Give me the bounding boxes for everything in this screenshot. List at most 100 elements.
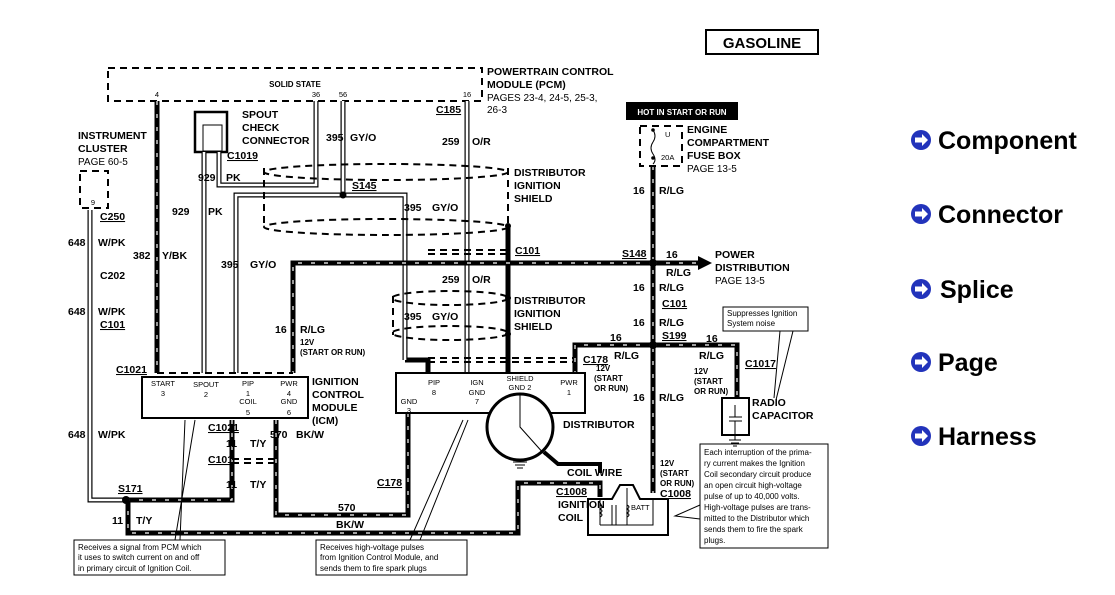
- engine-compartment-fuse-box[interactable]: [639, 125, 683, 167]
- splice-s148[interactable]: [649, 259, 657, 267]
- connector-c101[interactable]: C101: [662, 298, 687, 310]
- distributor-pin-label: IGN: [470, 378, 483, 387]
- legend-label: Harness: [938, 423, 1037, 451]
- wire-color-label: R/LG: [659, 282, 684, 294]
- connector-c178-link: [428, 357, 575, 363]
- note-text: pulse of up to 40,000 volts.: [704, 492, 800, 501]
- wire-color-label: GY/O: [432, 202, 458, 214]
- note-text: Receives a signal from PCM which: [78, 543, 202, 552]
- note-text: Each interruption of the prima-: [704, 448, 812, 457]
- instrument-cluster[interactable]: [79, 170, 109, 209]
- power-distribution-page-link[interactable]: PAGE 13-5: [715, 276, 765, 287]
- legend-item-connector[interactable]: Connector: [911, 201, 1063, 229]
- splice-s145[interactable]: [339, 191, 347, 199]
- wire-circuit-label: 929: [198, 172, 216, 184]
- connector-c101[interactable]: C101: [515, 245, 540, 257]
- note-text: System noise: [727, 319, 776, 328]
- legend-item-harness[interactable]: Harness: [911, 423, 1037, 451]
- ignition-control-module[interactable]: [141, 376, 309, 419]
- wire-11[interactable]: [125, 420, 603, 536]
- pcm-pin: 56: [339, 90, 347, 99]
- voltage-label: (START: [694, 377, 723, 386]
- wire-color-label: BK/W: [336, 519, 364, 531]
- splice-s199[interactable]: [649, 341, 657, 349]
- instrument-cluster-label: INSTRUMENT: [78, 130, 147, 142]
- distributor-pin-label: GND: [469, 388, 486, 397]
- icm-pin-number: 1: [246, 389, 250, 398]
- splice-s199-label[interactable]: S199: [662, 330, 687, 342]
- legend-item-splice[interactable]: Splice: [911, 276, 1014, 304]
- legend-label: Component: [938, 127, 1078, 155]
- splice-s148-label[interactable]: S148: [622, 248, 647, 260]
- radio-capacitor-label: RADIO: [752, 397, 786, 409]
- connector-c250[interactable]: C250: [100, 211, 125, 223]
- note-text: an open circuit high-voltage: [704, 481, 802, 490]
- splice-s171-label[interactable]: S171: [118, 483, 143, 495]
- instrument-cluster-page-link[interactable]: PAGE 60-5: [78, 157, 128, 168]
- icm-pin-number: 5: [246, 408, 250, 417]
- pcm[interactable]: SOLID STATE 4 36 56 16: [107, 67, 483, 102]
- connector-c202[interactable]: C202: [100, 270, 125, 282]
- pcm-inner-label: SOLID STATE: [269, 80, 321, 89]
- note-text: ry current makes the Ignition: [704, 459, 805, 468]
- wire-color-label: R/LG: [300, 324, 325, 336]
- wire-color-label: R/LG: [666, 267, 691, 279]
- connector-c178[interactable]: C178: [377, 477, 402, 489]
- wire-929[interactable]: [201, 101, 319, 373]
- wire-color-label: W/PK: [98, 429, 126, 441]
- connector-c101[interactable]: C101: [208, 454, 233, 466]
- power-distribution-label: POWER: [715, 249, 755, 261]
- wire-circuit-label: 929: [172, 206, 190, 218]
- connector-c185[interactable]: C185: [436, 104, 461, 116]
- pcm-label: MODULE (PCM): [487, 79, 566, 91]
- wire-color-label: PK: [208, 206, 223, 218]
- wire-395[interactable]: [233, 101, 431, 373]
- distributor-ignition-shield-upper[interactable]: [263, 163, 511, 236]
- connector-c178[interactable]: C178: [583, 354, 608, 366]
- connector-c1021[interactable]: C1021: [208, 422, 239, 434]
- connector-c1008[interactable]: C1008: [556, 486, 587, 498]
- note-text: sends them to fire spark plugs: [320, 564, 427, 573]
- pcm-page-link[interactable]: PAGES 23-4, 24-5, 25-3,: [487, 93, 597, 104]
- splice-s145-label[interactable]: S145: [352, 180, 377, 192]
- wire-circuit-label: 11: [226, 438, 237, 450]
- connector-c1021[interactable]: C1021: [116, 364, 147, 376]
- engine-type-label: GASOLINE: [723, 35, 801, 52]
- connector-c101[interactable]: C101: [100, 319, 125, 331]
- wire-570[interactable]: [273, 413, 411, 518]
- icm-label: CONTROL: [312, 389, 364, 401]
- wire-648[interactable]: [87, 210, 128, 503]
- legend-item-component[interactable]: Component: [911, 127, 1078, 155]
- radio-capacitor[interactable]: [721, 397, 750, 447]
- icm-pin-label: GND: [281, 397, 298, 406]
- wire-circuit-label: 16: [633, 317, 645, 329]
- note-text: Coil secondary circuit produce: [704, 470, 812, 479]
- connector-c1008[interactable]: C1008: [660, 488, 691, 500]
- instrument-cluster-pin: 9: [91, 198, 95, 207]
- wire-circuit-label: 16: [706, 333, 718, 345]
- ignition-coil-label: COIL: [558, 512, 584, 524]
- wire-circuit-label: 395: [221, 259, 239, 271]
- distributor-pin-label: SHIELD: [506, 374, 534, 383]
- distributor-pin-label: GND: [401, 397, 418, 406]
- hot-label: HOT IN START OR RUN: [637, 108, 726, 117]
- spout-label: CHECK: [242, 122, 280, 134]
- wire-color-label: Y/BK: [162, 250, 188, 262]
- wire-circuit-label: 395: [404, 202, 422, 214]
- splice-s171[interactable]: [122, 496, 130, 504]
- fuse-rating: 20A: [661, 153, 674, 162]
- ignition-coil[interactable]: [587, 484, 669, 536]
- fuse-box-page-link[interactable]: PAGE 13-5: [687, 164, 737, 175]
- distributor[interactable]: [395, 372, 602, 473]
- legend-item-page[interactable]: Page: [911, 349, 998, 377]
- pcm-page-link[interactable]: 26-3: [487, 105, 507, 116]
- hot-in-start-or-run-banner: [626, 102, 738, 120]
- spout-check-connector[interactable]: [193, 110, 229, 154]
- wire-color-label: BK/W: [296, 429, 324, 441]
- icm-pin-number: 2: [204, 390, 208, 399]
- distributor-pin-number: 3: [407, 406, 411, 415]
- wire-circuit-label: 16: [610, 332, 622, 344]
- connector-c1017[interactable]: C1017: [745, 358, 776, 370]
- wire-16[interactable]: [290, 166, 740, 493]
- connector-c1019[interactable]: C1019: [227, 150, 258, 162]
